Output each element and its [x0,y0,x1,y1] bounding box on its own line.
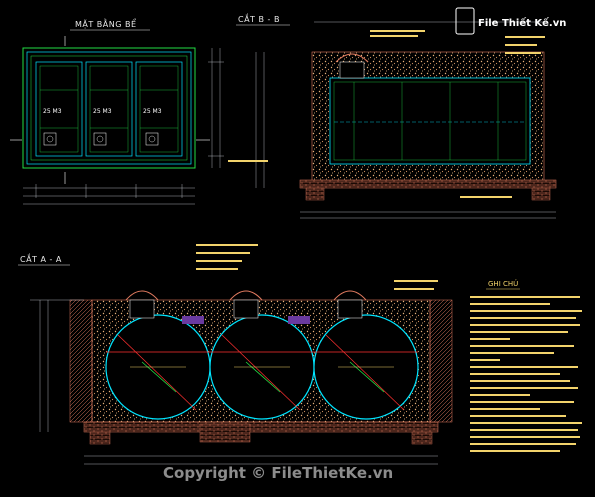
plan-tank-1: 25 M3 [35,61,83,157]
copyright-watermark: Copyright © FileThietKe.vn [163,464,393,482]
plan-title: MẶT BẰNG BỂ [75,17,137,30]
section-aa: CẮT A - A [18,244,453,465]
section-aa-tanks [105,314,419,420]
plan-tank-2: 25 M3 [85,61,133,157]
plan-tank-2-capacity: 25 M3 [93,108,112,115]
plan-section-markers [10,36,210,184]
brand-text: File Thiết Kế.vn [478,16,566,29]
brand-logo-icon [455,7,475,35]
notes-block: GHI CHÚ [470,279,582,452]
notes-title: GHI CHÚ [488,279,518,288]
section-aa-manholes [125,290,367,324]
section-aa-title: CẮT A - A [20,252,62,264]
plan-dimensions [23,48,224,205]
section-bb-title: CẮT B - B [238,12,280,24]
plan-tank-3-capacity: 25 M3 [143,108,162,115]
plan-tank-3: 25 M3 [135,61,183,157]
section-bb: CẮT B - B [228,12,557,219]
brand-logo: File Thiết Kế.vn [455,7,566,35]
plan-view: MẶT BẰNG BỂ 25 M3 25 M3 [10,17,224,205]
plan-tank-1-capacity: 25 M3 [43,108,62,115]
